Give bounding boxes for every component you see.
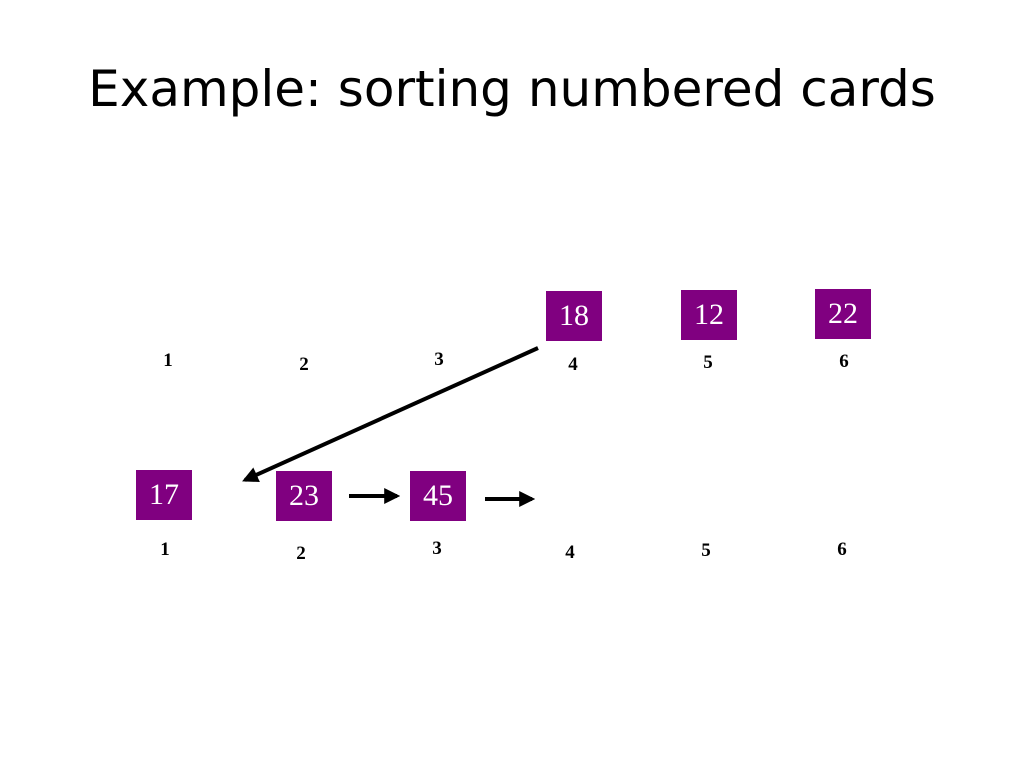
slide-title: Example: sorting numbered cards <box>88 60 936 118</box>
top-position-1: 1 <box>163 350 173 371</box>
card-bottom-slot1: 17 <box>136 470 192 520</box>
bottom-position-5: 5 <box>701 540 711 561</box>
top-position-3: 3 <box>434 349 444 370</box>
bottom-position-3: 3 <box>432 538 442 559</box>
card-top-slot5: 12 <box>681 290 737 340</box>
card-bottom-slot3: 45 <box>410 471 466 521</box>
bottom-position-2: 2 <box>296 543 306 564</box>
card-top-slot4: 18 <box>544 289 604 343</box>
bottom-position-6: 6 <box>837 539 847 560</box>
arrow-18-to-slot1 <box>242 346 539 483</box>
bottom-position-4: 4 <box>565 542 575 563</box>
card-bottom-slot2: 23 <box>276 471 332 521</box>
top-position-5: 5 <box>703 352 713 373</box>
bottom-position-1: 1 <box>160 539 170 560</box>
top-position-6: 6 <box>839 351 849 372</box>
top-position-4: 4 <box>568 354 578 375</box>
top-position-2: 2 <box>299 354 309 375</box>
card-top-slot6: 22 <box>815 289 871 339</box>
